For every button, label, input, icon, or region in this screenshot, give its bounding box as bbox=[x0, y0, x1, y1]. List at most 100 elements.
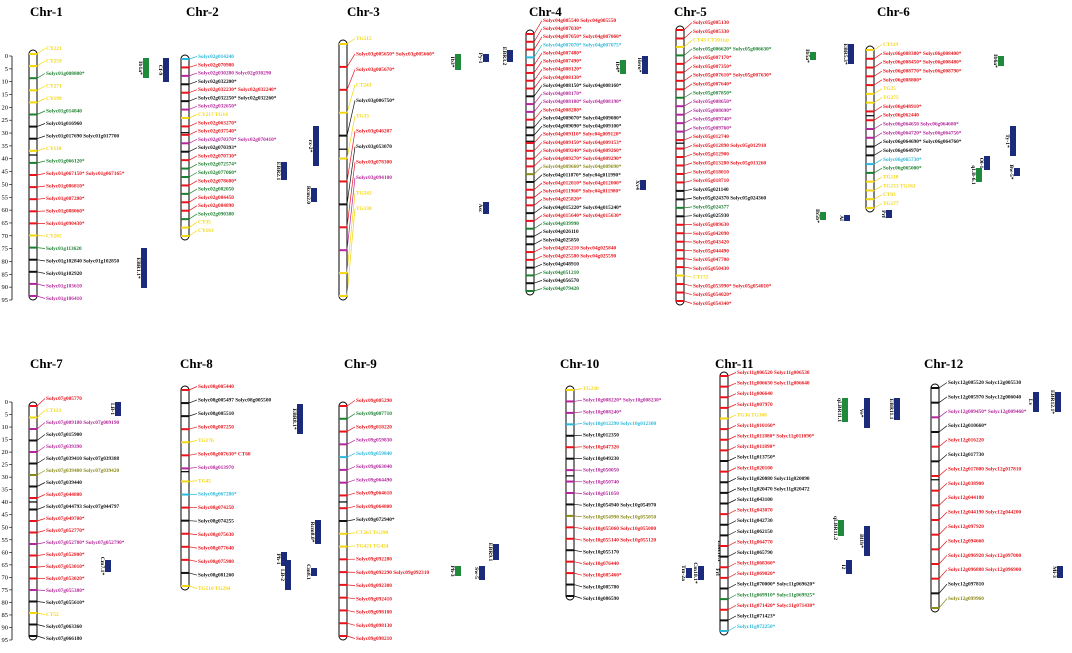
qtl-label: EBR11.1 bbox=[888, 399, 894, 420]
chromosome-title: Chr-6 bbox=[877, 4, 910, 19]
gene-label: Solyc08g074250 bbox=[198, 505, 234, 511]
gene-label: Solyc10g055140 Solyc10g055120 bbox=[583, 538, 656, 544]
qtl-box bbox=[984, 156, 990, 170]
gene-label: Solyc08g077640 bbox=[198, 546, 234, 552]
axis-tick-label: 80 bbox=[2, 599, 9, 606]
qtl-label: Xv4 bbox=[634, 180, 640, 190]
gene-label: Solyc04g025580 Solyc04g025590 bbox=[543, 254, 616, 260]
gene-connector bbox=[346, 622, 356, 626]
gene-connector bbox=[346, 146, 356, 205]
gene-connector bbox=[938, 526, 948, 535]
gene-label: CY163 bbox=[198, 228, 214, 234]
gene-connector bbox=[938, 454, 948, 462]
gene-connector bbox=[573, 399, 583, 402]
gene-connector bbox=[36, 566, 46, 568]
gene-connector bbox=[873, 141, 883, 147]
axis-tick-label: 25 bbox=[2, 117, 9, 124]
gene-label: TG421 TG424 bbox=[356, 543, 389, 549]
gene-label: TG242 bbox=[356, 191, 372, 197]
qtl-label: qLBR11.2 bbox=[832, 516, 838, 540]
gene-label: Solyc07g005770 bbox=[46, 396, 82, 402]
qtl-box bbox=[886, 210, 892, 218]
gene-connector bbox=[573, 411, 583, 414]
gene-label: Solyc05g009740* bbox=[693, 117, 732, 123]
gene-label: CT113 bbox=[46, 408, 61, 414]
gene-label: Solyc02g037540* bbox=[198, 129, 237, 135]
gene-label: Solyc09g098100 bbox=[356, 610, 392, 616]
gene-connector bbox=[188, 81, 198, 85]
gene-connector bbox=[188, 155, 198, 161]
gene-connector bbox=[533, 133, 543, 144]
gene-connector bbox=[188, 105, 198, 110]
gene-connector bbox=[36, 601, 46, 603]
gene-label: Solyc02g072574* bbox=[198, 162, 237, 168]
gene-connector bbox=[533, 101, 543, 113]
gene-connector bbox=[346, 131, 356, 182]
qtl-box bbox=[281, 552, 287, 566]
gene-label: Solyc02g032200* bbox=[198, 79, 237, 85]
gene-connector bbox=[36, 295, 46, 299]
gene-label: Solyc06g008770* Solyc06g008790* bbox=[883, 69, 962, 75]
qtl-box bbox=[507, 50, 513, 62]
qtl-label: Rcm2.0 bbox=[305, 186, 311, 204]
gene-connector bbox=[938, 555, 948, 565]
gene-label: Solyc05g054340* bbox=[693, 301, 732, 307]
gene-connector bbox=[683, 292, 693, 296]
qtl-label: Bw-5* bbox=[1008, 164, 1014, 179]
gene-connector bbox=[188, 440, 198, 443]
gene-connector bbox=[346, 413, 356, 420]
gene-label: Solyc04g008130* bbox=[543, 75, 582, 81]
gene-label: Solyc04g007050* Solyc04g007060* bbox=[543, 34, 622, 40]
qtl-label: Cm7.1* bbox=[99, 557, 105, 576]
gene-label: Solyc05g024377 bbox=[693, 204, 729, 210]
gene-label: Solyc10g086590 bbox=[583, 596, 619, 602]
gene-connector bbox=[346, 584, 356, 586]
gene-connector bbox=[573, 572, 583, 576]
gene-label: Solyc05g008690* bbox=[693, 108, 732, 114]
gene-connector bbox=[573, 504, 583, 506]
gene-connector bbox=[683, 206, 693, 209]
qtl-box bbox=[493, 544, 499, 560]
gene-connector bbox=[573, 492, 583, 494]
qtl-box bbox=[1010, 126, 1016, 156]
gene-label: Solyc02g070730* bbox=[198, 153, 237, 159]
axis-tick-label: 90 bbox=[2, 624, 9, 631]
gene-label: Solyc11g064770 bbox=[737, 539, 773, 545]
gene-label: Solyc04g079420 bbox=[543, 286, 579, 292]
gene-connector bbox=[533, 44, 543, 58]
gene-label: Solyc11g072250* bbox=[737, 624, 776, 630]
gene-connector bbox=[188, 466, 198, 469]
gene-label: Solyc09g063040 bbox=[356, 464, 392, 470]
gene-label: Solyc12g017730 bbox=[948, 452, 984, 458]
gene-label: Solyc05g012900 bbox=[693, 152, 729, 158]
gene-label: Solyc12g010660* bbox=[948, 423, 987, 429]
gene-connector bbox=[533, 36, 543, 50]
gene-connector bbox=[573, 549, 583, 553]
gene-label: Solyc11g020080 Solyc11g020090 bbox=[737, 476, 810, 482]
gene-label: Solyc04g015640* Solyc04g015630* bbox=[543, 213, 622, 219]
gene-label: Solyc05g050430 bbox=[693, 266, 729, 272]
axis-tick-label: 80 bbox=[2, 258, 9, 265]
gene-connector bbox=[938, 511, 948, 521]
gene-label: Solyc01g113620 bbox=[46, 246, 82, 252]
gene-connector bbox=[188, 453, 198, 456]
gene-label: Solyc05g007170* bbox=[693, 55, 732, 61]
gene-connector bbox=[727, 605, 737, 611]
gene-connector bbox=[188, 585, 198, 589]
gene-connector bbox=[573, 515, 583, 518]
chromosome-bar bbox=[180, 54, 190, 241]
gene-connector bbox=[36, 506, 46, 510]
gene-label: Solyc05g053990* Solyc05g054010* bbox=[693, 283, 772, 289]
gene-connector bbox=[36, 494, 46, 499]
gene-label: Solyc09g092280 bbox=[356, 557, 392, 563]
gene-connector bbox=[36, 446, 46, 453]
gene-connector bbox=[683, 180, 693, 183]
chromosome-bar bbox=[180, 385, 190, 591]
gene-connector bbox=[727, 562, 737, 568]
qtl-box bbox=[698, 566, 704, 580]
qtl-label: Cm10.1* bbox=[692, 562, 698, 583]
gene-label: Solyc06g048910* bbox=[883, 104, 922, 110]
